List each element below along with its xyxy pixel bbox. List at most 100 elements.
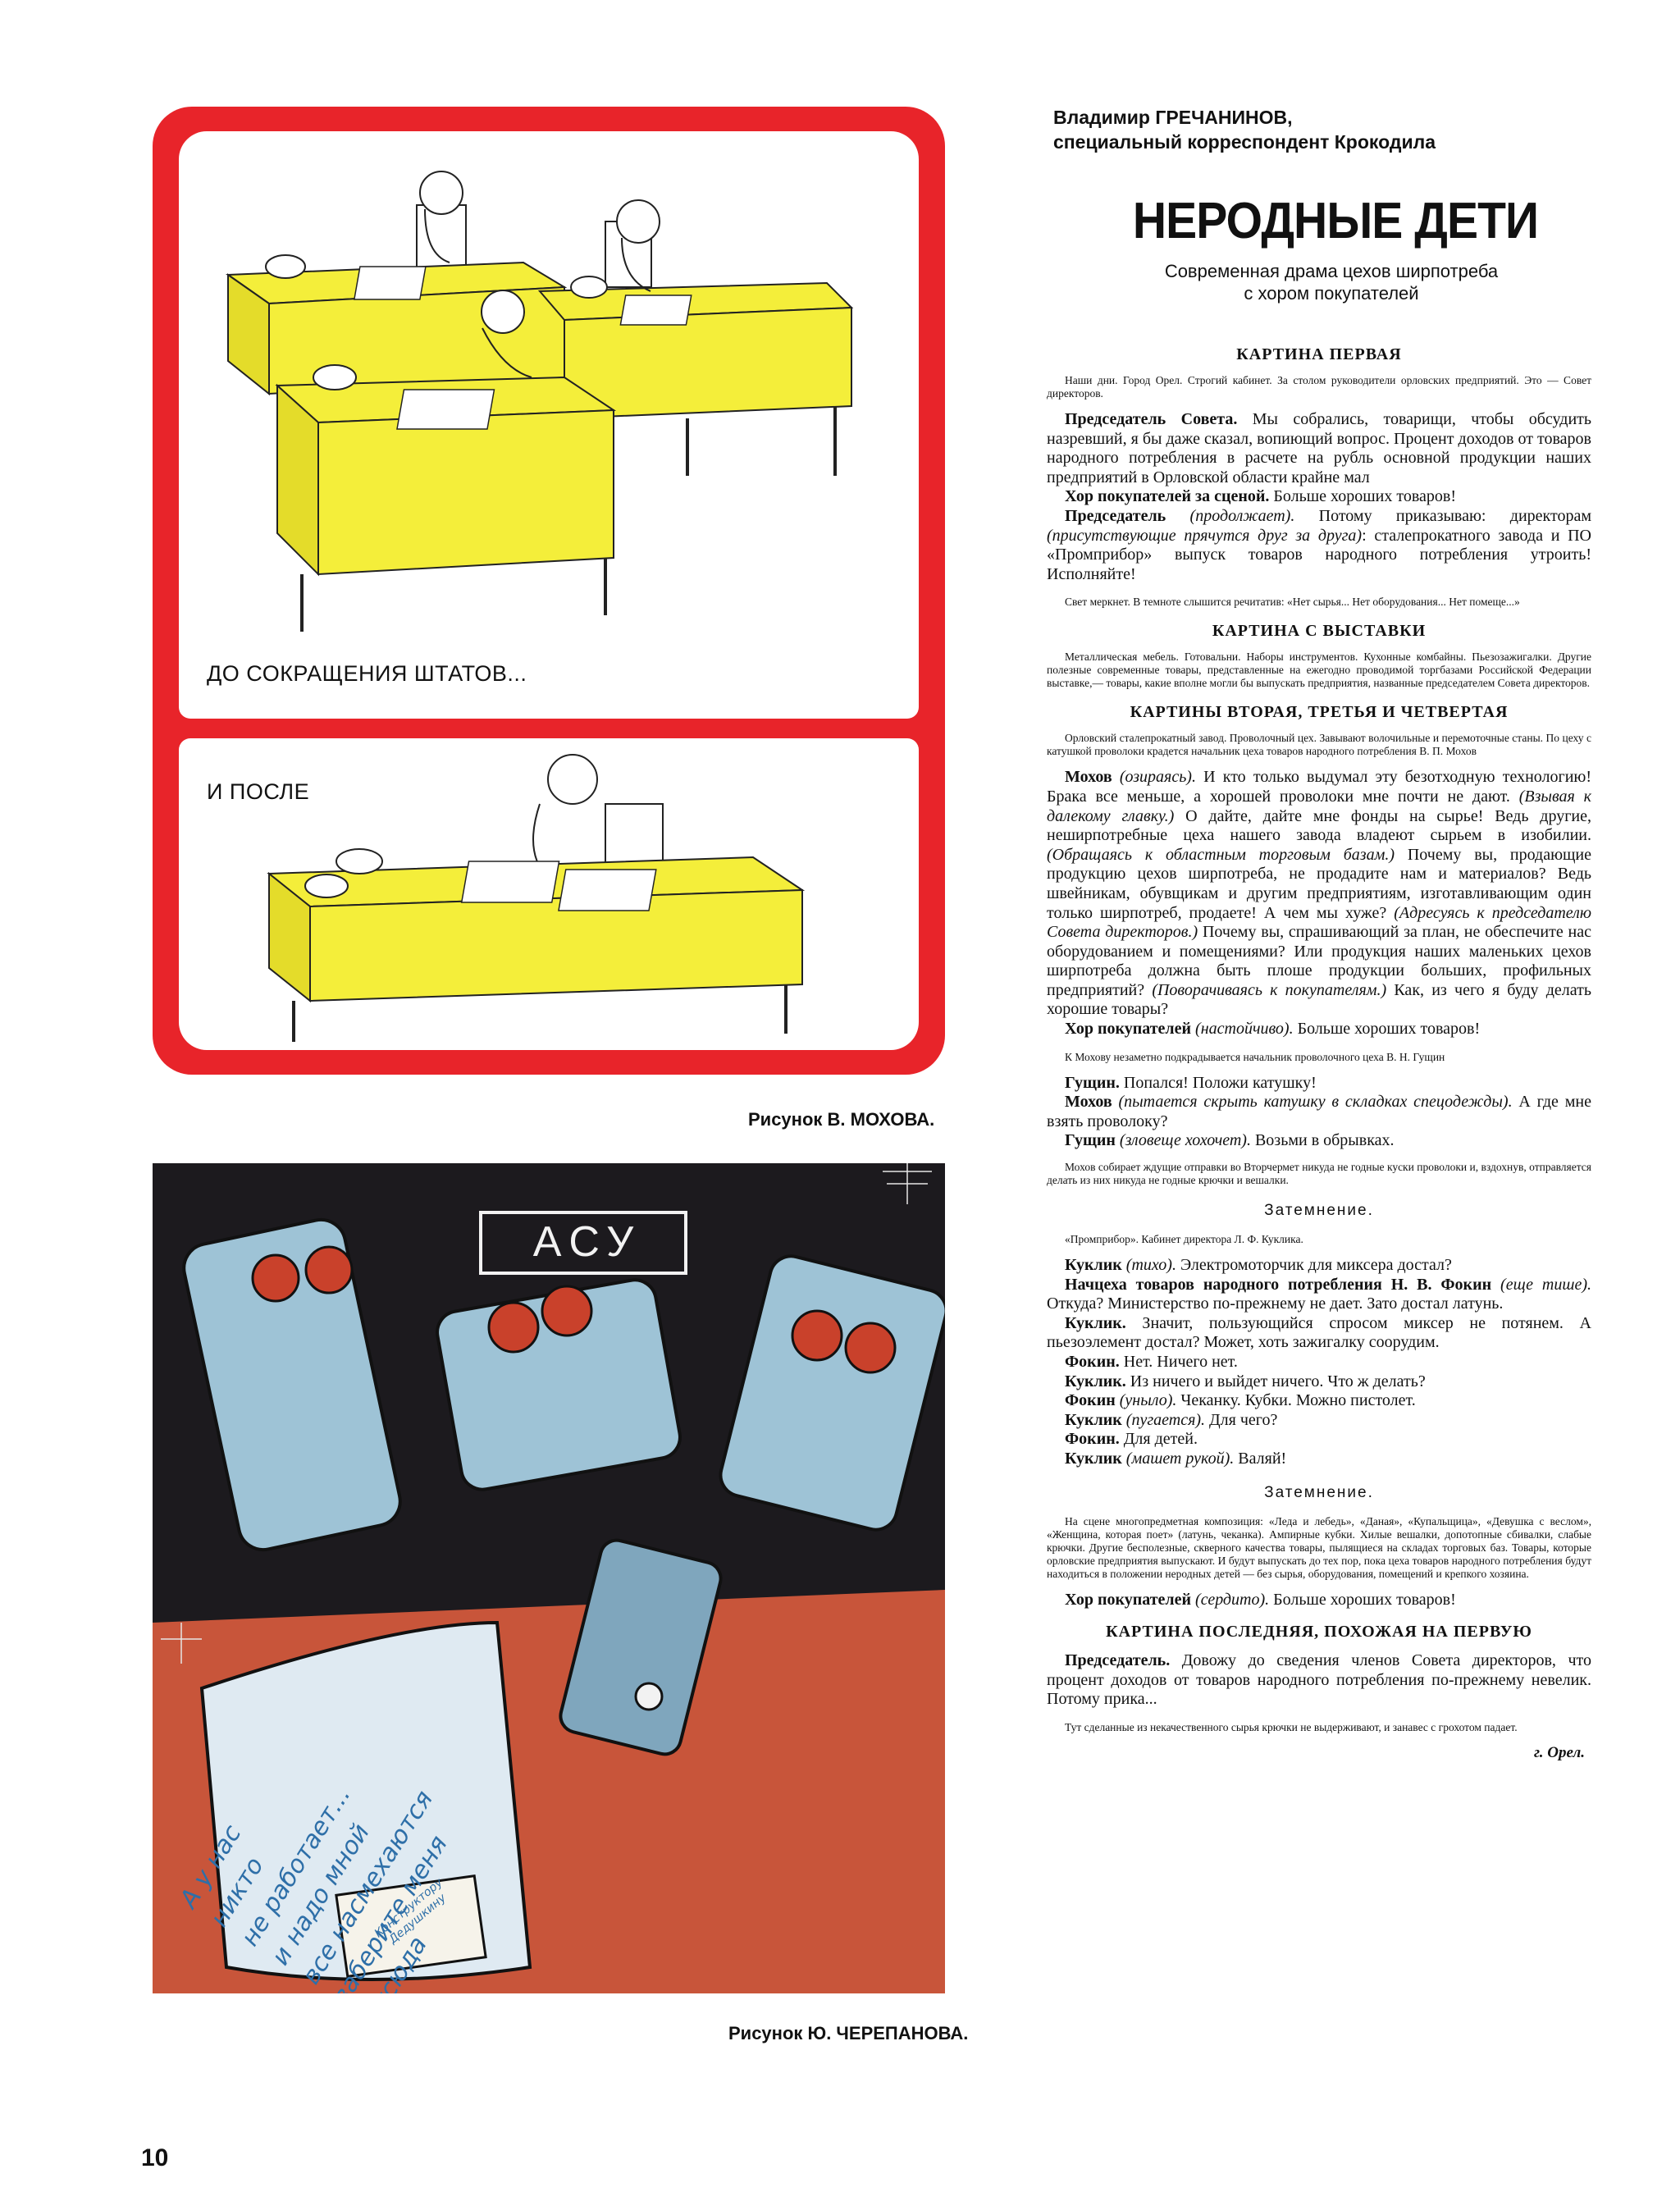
- speech: Больше хороших товаров!: [1293, 1020, 1481, 1039]
- direction: (Поворачиваясь к покупателям.): [1152, 980, 1387, 999]
- stage-direction: Тут сделанные из некачественного сырья к…: [1065, 1720, 1518, 1733]
- dialogue-line: Начцеха товаров народного потребления Н.…: [1047, 1276, 1591, 1314]
- speech: Потому приказываю: директорам: [1294, 506, 1591, 525]
- direction: (пытается скрыть катушку в складках спец…: [1112, 1093, 1513, 1112]
- city-signature: г. Орел.: [1534, 1743, 1585, 1761]
- speaker: Куклик: [1065, 1256, 1122, 1275]
- direction: (сердито).: [1191, 1590, 1270, 1609]
- speaker: Мохов: [1065, 768, 1112, 787]
- cartoon-panel-before: ДО СОКРАЩЕНИЯ ШТАТОВ...: [179, 131, 919, 719]
- speech: Попался! Положи катушку!: [1119, 1073, 1317, 1092]
- direction: (пугается).: [1121, 1410, 1206, 1429]
- speech: Почему вы, продающие продукцию цехов шир…: [1047, 845, 1592, 922]
- subtitle-line: Современная драма цехов ширпотреба: [1164, 261, 1499, 281]
- speaker: Фокин: [1065, 1391, 1116, 1410]
- article-subtitle: Современная драма цехов ширпотреба с хор…: [1071, 260, 1591, 304]
- speech: Мы собрались, товарищи, чтобы обсудить н…: [1047, 410, 1592, 486]
- direction: (Адресуясь к председателю Совета директо…: [1047, 903, 1592, 942]
- direction: (присутствующие прячутся друг за друга): [1047, 526, 1363, 545]
- section-title: КАРТИНА ПОСЛЕДНЯЯ, ПОХОЖАЯ НА ПЕРВУЮ: [1106, 1623, 1532, 1642]
- page-number: 10: [141, 2144, 169, 2171]
- speech: Электромоторчик для миксера достал?: [1176, 1256, 1452, 1275]
- speech: Для чего?: [1205, 1410, 1278, 1429]
- speaker: Куклик: [1065, 1410, 1122, 1429]
- dialogue-line: Куклик (машет рукой). Валяй!: [1047, 1450, 1591, 1469]
- dialogue-line: Куклик (пугается). Для чего?: [1047, 1411, 1591, 1431]
- stage-direction: К Мохову незаметно подкрадывается началь…: [1065, 1050, 1445, 1063]
- speech: И кто только выдумал эту безотходную тех…: [1047, 768, 1591, 806]
- article-title: НЕРОДНЫЕ ДЕТИ: [1132, 193, 1539, 249]
- speech: Откуда? Министерство по-прежнему не дает…: [1047, 1294, 1504, 1313]
- author-role: специальный корреспондент Крокодила: [1053, 131, 1436, 153]
- speech: Больше хороших товаров!: [1269, 487, 1456, 506]
- stage-direction: Наши дни. Город Орел. Строгий кабинет. З…: [1047, 374, 1591, 400]
- speech: Возьми в обрывках.: [1250, 1131, 1395, 1150]
- article: Владимир ГРЕЧАНИНОВ, специальный корресп…: [1047, 105, 1591, 1762]
- direction: (еще тише).: [1491, 1275, 1592, 1294]
- speaker: Гущин: [1065, 1131, 1116, 1150]
- section-title: КАРТИНА С ВЫСТАВКИ: [1212, 622, 1427, 641]
- dialogue-line: Гущин (зловеще хохочет). Возьми в обрывк…: [1047, 1131, 1591, 1151]
- speaker: Председатель: [1065, 506, 1166, 525]
- dialogue-line: Мохов (озираясь). И кто только выдумал э…: [1047, 768, 1591, 1020]
- speaker: Хор покупателей: [1065, 1590, 1192, 1609]
- direction: (настойчиво).: [1191, 1020, 1294, 1039]
- direction: (тихо).: [1121, 1256, 1176, 1275]
- speech: Для детей.: [1119, 1430, 1198, 1449]
- stage-direction: Свет меркнет. В темноте слышится речитат…: [1065, 596, 1520, 609]
- speaker: Начцеха товаров народного потребления Н.…: [1065, 1275, 1492, 1294]
- stage-direction: «Промприбор». Кабинет директора Л. Ф. Ку…: [1065, 1233, 1303, 1246]
- direction: (Взывая к далекому главку.): [1047, 787, 1591, 825]
- cartoon-cherepanov: АСУ А у нас никто не работает... и надо …: [153, 1163, 945, 1993]
- darkening-marker: Затемнение.: [1264, 1483, 1374, 1501]
- speech: Из ничего и выйдет ничего. Что ж делать?: [1125, 1372, 1426, 1390]
- credit-mokhov: Рисунок В. МОХОВА.: [748, 1109, 935, 1130]
- speaker: Мохов: [1065, 1093, 1112, 1112]
- direction: (зловеще хохочет).: [1115, 1131, 1251, 1150]
- section-title: КАРТИНА ПЕРВАЯ: [1236, 345, 1402, 363]
- stage-direction: Мохов собирает ждущие отправки во Вторче…: [1047, 1161, 1591, 1187]
- direction: (Обращаясь к областным торговым базам.): [1047, 845, 1395, 864]
- dialogue-line: Хор покупателей за сценой. Больше хороши…: [1047, 487, 1591, 507]
- cartoon-before-drawing: [226, 171, 854, 632]
- speech: Довожу до сведения членов Совета директо…: [1047, 1651, 1591, 1709]
- direction: (озираясь).: [1112, 768, 1196, 787]
- speech: Нет. Ничего нет.: [1119, 1353, 1238, 1371]
- cartoon-mokhov-frame: ДО СОКРАЩЕНИЯ ШТАТОВ... И ПОСЛЕ: [153, 107, 945, 1075]
- direction: (машет рукой).: [1121, 1449, 1235, 1468]
- dialogue-line: Председатель. Довожу до сведения членов …: [1047, 1651, 1591, 1710]
- speaker: Фокин.: [1065, 1353, 1120, 1371]
- speech: Валяй!: [1234, 1449, 1287, 1468]
- speaker: Гущин.: [1065, 1073, 1120, 1092]
- speaker: Куклик.: [1065, 1372, 1126, 1390]
- credit-cherepanov: Рисунок Ю. ЧЕРЕПАНОВА.: [728, 2023, 969, 2043]
- speech: А где мне взять проволоку?: [1047, 1093, 1591, 1130]
- dialogue-line: Председатель Совета. Мы собрались, товар…: [1047, 410, 1591, 487]
- dialogue-line: Куклик. Из ничего и выйдет ничего. Что ж…: [1047, 1372, 1591, 1392]
- stage-direction: Металлическая мебель. Готовальни. Наборы…: [1047, 651, 1591, 690]
- direction: (продолжает).: [1166, 506, 1295, 525]
- speaker: Хор покупателей за сценой.: [1065, 487, 1270, 506]
- author-name: Владимир ГРЕЧАНИНОВ,: [1053, 107, 1293, 128]
- stage-direction: Орловский сталепрокатный завод. Проволоч…: [1047, 732, 1591, 758]
- speaker: Куклик: [1065, 1449, 1122, 1468]
- dialogue-line: Гущин. Попался! Положи катушку!: [1047, 1074, 1591, 1094]
- stage-direction: На сцене многопредметная композиция: «Ле…: [1047, 1514, 1591, 1580]
- speaker: Хор покупателей: [1065, 1020, 1192, 1039]
- dialogue-line: Фокин (уныло). Чеканку. Кубки. Можно пис…: [1047, 1391, 1591, 1411]
- speaker: Фокин.: [1065, 1430, 1120, 1449]
- caption-after: И ПОСЛЕ: [207, 779, 310, 804]
- speaker: Председатель.: [1065, 1651, 1171, 1670]
- dialogue-line: Фокин. Для детей.: [1047, 1430, 1591, 1450]
- speech: Почему вы, спрашивающий за план, не обес…: [1047, 923, 1591, 999]
- speech: О дайте, дайте мне фонды на сырье! Ведь …: [1047, 806, 1591, 845]
- dialogue-line: Председатель (продолжает). Потому приказ…: [1047, 507, 1591, 584]
- section-title: КАРТИНЫ ВТОРАЯ, ТРЕТЬЯ И ЧЕТВЕРТАЯ: [1130, 703, 1509, 722]
- dialogue-line: Мохов (пытается скрыть катушку в складка…: [1047, 1093, 1591, 1131]
- speech: : сталепрокатного завода и ПО «Промприбо…: [1047, 526, 1591, 583]
- speech: Как, из чего я буду делать хорошие товар…: [1047, 980, 1591, 1019]
- darkening-marker: Затемнение.: [1264, 1202, 1374, 1220]
- dialogue-line: Куклик. Значит, пользующийся спросом мик…: [1047, 1314, 1591, 1353]
- speech: Значит, пользующийся спросом миксер не п…: [1047, 1313, 1591, 1352]
- direction: (уныло).: [1115, 1391, 1177, 1410]
